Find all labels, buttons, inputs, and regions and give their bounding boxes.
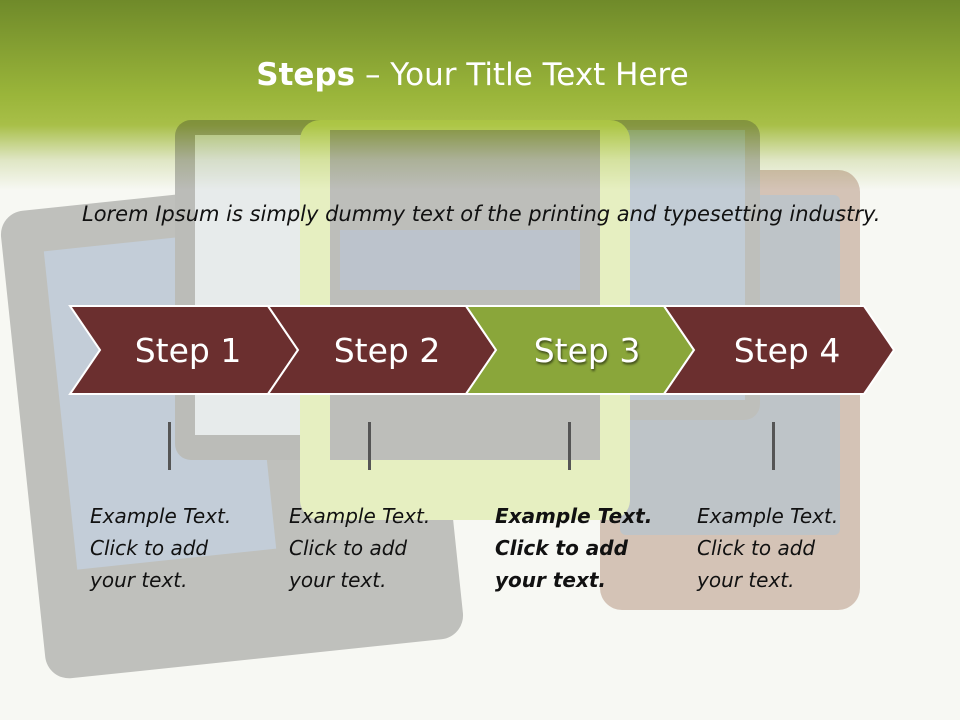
step-2-line-1: Example Text. [289,504,431,528]
step-3-line-3: your text. [495,568,607,592]
step-3-text[interactable]: Example Text. Click to add your text. [495,500,665,596]
page-title: Steps – Your Title Text Here [0,52,945,98]
step-3-line-1: Example Text. [495,504,653,528]
intro-text: Lorem Ipsum is simply dummy text of the … [82,202,881,226]
step-1-connector [168,422,171,470]
title-rest: – Your Title Text Here [355,57,689,93]
step-4-connector [772,422,775,470]
step-2-line-3: your text. [289,568,387,592]
step-4-line-1: Example Text. [697,504,839,528]
step-4-chevron[interactable] [662,305,896,395]
step-1-line-2: Click to add [90,536,209,560]
step-4-text[interactable]: Example Text. Click to add your text. [697,500,867,596]
step-4-label: Step 4 [733,331,841,370]
step-1-line-1: Example Text. [90,504,232,528]
title-strong: Steps [256,57,356,93]
step-3-connector [568,422,571,470]
step-3-label: Step 3 [533,331,641,370]
step-1-text[interactable]: Example Text. Click to add your text. [90,500,260,596]
step-2-label: Step 2 [333,331,441,370]
step-2-text[interactable]: Example Text. Click to add your text. [289,500,459,596]
title-banner [0,0,960,190]
step-4-line-2: Click to add [697,536,816,560]
step-1-label: Step 1 [134,331,242,370]
step-1-line-3: your text. [90,568,188,592]
step-3-line-2: Click to add [495,536,628,560]
step-2-connector [368,422,371,470]
step-2-line-2: Click to add [289,536,408,560]
step-4-line-3: your text. [697,568,795,592]
